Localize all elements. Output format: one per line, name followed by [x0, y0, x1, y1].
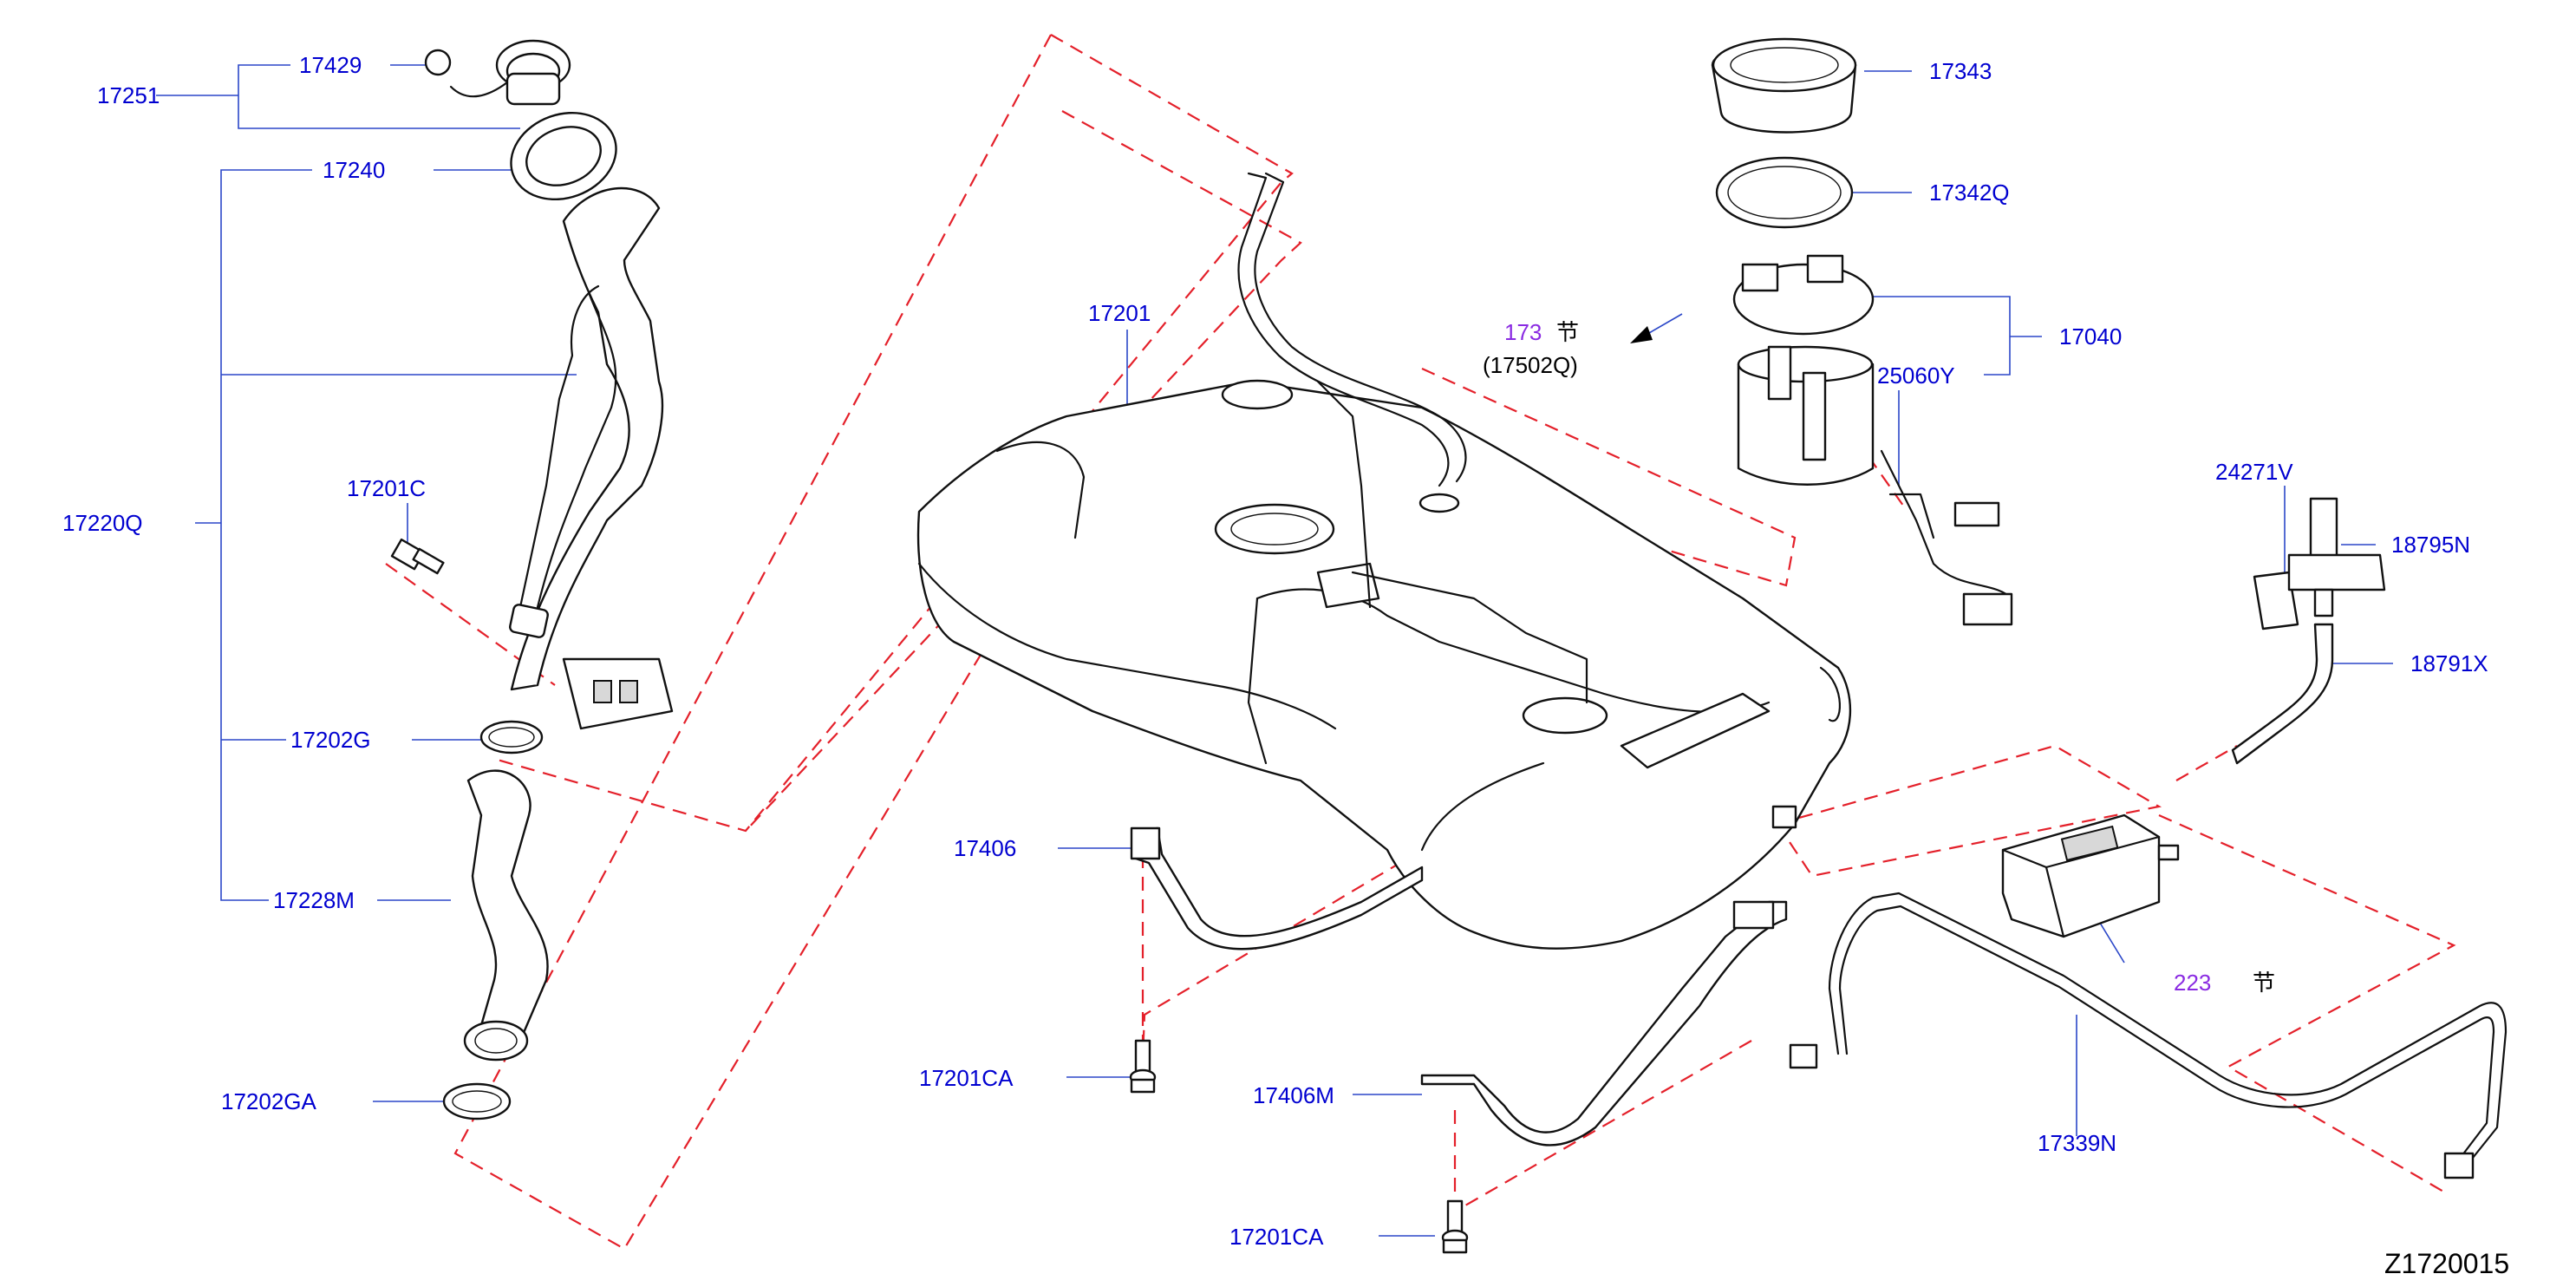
section-ref-173[interactable]: 173: [1504, 319, 1542, 345]
filler-cap-ring[interactable]: [499, 99, 628, 214]
section-ref-223[interactable]: 223: [2174, 970, 2211, 996]
fuel-cap-assembly[interactable]: [424, 39, 571, 106]
section-references: 173 节 (17502Q) 223 节: [1483, 319, 2275, 996]
tank-band-17406[interactable]: [1130, 826, 1424, 951]
bolt-17201ca-upper[interactable]: [1129, 1039, 1157, 1094]
gasket-24271v[interactable]: [2253, 571, 2299, 630]
hose-clamp-17202g[interactable]: [479, 720, 544, 755]
tank-band-17406m[interactable]: [1420, 900, 1788, 1147]
callout-17201ca-lower[interactable]: 17201CA: [1229, 1224, 1324, 1250]
diagram-code: Z1720015: [2384, 1248, 2509, 1279]
callout-17429[interactable]: 17429: [299, 52, 362, 78]
filler-hose-17228m[interactable]: [463, 769, 549, 1062]
section-ref-173-subpart[interactable]: (17502Q): [1483, 352, 1578, 378]
section-ref-173-glyph: 节: [1556, 319, 1579, 345]
callout-17202ga[interactable]: 17202GA: [221, 1088, 317, 1114]
callout-17040[interactable]: 17040: [2059, 323, 2122, 350]
callout-18795n[interactable]: 18795N: [2391, 532, 2470, 558]
bolt-17201c[interactable]: [390, 538, 445, 575]
fuel-gauge-sender-25060y[interactable]: [1880, 449, 2013, 626]
callout-17201c[interactable]: 17201C: [347, 475, 426, 501]
callout-17202g[interactable]: 17202G: [290, 727, 371, 753]
callout-17251[interactable]: 17251: [97, 82, 160, 108]
callout-18791x[interactable]: 18791X: [2410, 650, 2488, 676]
leader-lines: [156, 64, 2393, 1237]
evap-canister[interactable]: [2001, 813, 2180, 938]
filler-tube[interactable]: [509, 186, 674, 730]
callout-17339n[interactable]: 17339N: [2038, 1130, 2116, 1156]
callout-25060y[interactable]: 25060Y: [1877, 363, 1955, 389]
fuel-tank[interactable]: [916, 172, 1852, 950]
callout-17342q[interactable]: 17342Q: [1929, 180, 2010, 206]
callout-17343[interactable]: 17343: [1929, 58, 1992, 84]
fuel-pump-module-17040[interactable]: [1732, 254, 1875, 486]
section-ref-223-glyph: 节: [2253, 970, 2275, 996]
vent-hose-18791x[interactable]: [2231, 623, 2334, 765]
callout-17201ca-upper[interactable]: 17201CA: [919, 1065, 1014, 1091]
evap-tube-17339n[interactable]: [1789, 892, 2508, 1179]
part-callouts: 17251 17429 17240 17220Q 17201C 17202G 1…: [62, 52, 2488, 1250]
callout-17240[interactable]: 17240: [323, 157, 385, 183]
callout-17220q[interactable]: 17220Q: [62, 510, 143, 536]
gasket-17342q[interactable]: [1715, 156, 1854, 229]
callout-17201[interactable]: 17201: [1088, 300, 1151, 326]
vent-valve-18795n[interactable]: [2287, 497, 2386, 617]
callout-17406m[interactable]: 17406M: [1253, 1082, 1334, 1108]
callout-24271v[interactable]: 24271V: [2215, 459, 2293, 485]
bolt-17201ca-lower[interactable]: [1441, 1199, 1469, 1254]
callout-17406[interactable]: 17406: [954, 835, 1016, 861]
hose-clamp-17202ga[interactable]: [442, 1082, 512, 1120]
lock-ring-17343[interactable]: [1711, 37, 1857, 134]
callout-17228m[interactable]: 17228M: [273, 887, 355, 913]
